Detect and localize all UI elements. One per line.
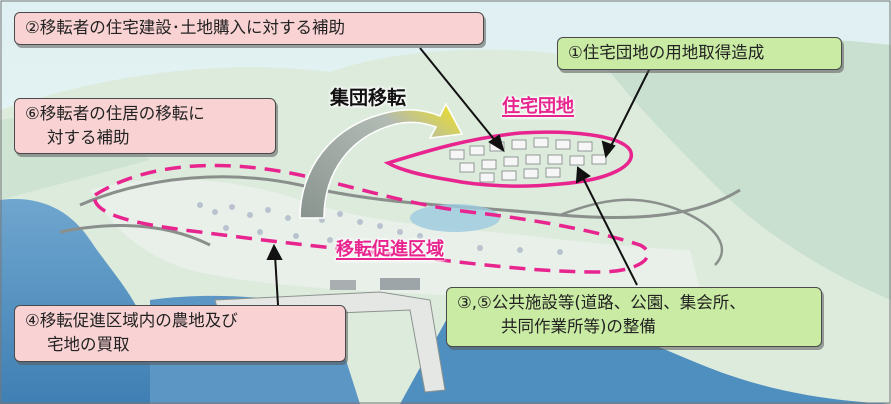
mountain-right <box>600 37 891 301</box>
callout-housing-subsidy-text: ②移転者の住宅建設･土地購入に対する補助 <box>25 18 346 37</box>
warehouse <box>380 278 420 290</box>
pointer-arrow-c1 <box>609 67 651 149</box>
pond <box>410 204 500 232</box>
pointer-arrow-c2-head <box>488 134 505 153</box>
flat-land <box>90 179 700 299</box>
housing-area-boundary <box>383 130 634 188</box>
pointer-arrow-c2 <box>419 47 498 144</box>
callout-public-facilities-line2: 共同作業所等)の整備 <box>501 317 656 336</box>
callout-relocation-subsidy: ⑥移転者の住居の移転に 対する補助 <box>14 98 276 154</box>
callout-land-acquisition-text: ①住宅団地の用地取得造成 <box>568 43 765 62</box>
promotion-area-label: 移転促進区域 <box>336 239 444 260</box>
callout-relocation-subsidy-line2: 対する補助 <box>47 128 130 147</box>
pointer-arrows <box>266 47 651 306</box>
housing-area-label: 住宅団地 <box>502 96 574 117</box>
pointer-arrow-c4 <box>274 254 279 306</box>
coastal-road <box>79 175 741 220</box>
callout-relocation-subsidy-line1: ⑥移転者の住居の移転に <box>25 104 205 123</box>
loop-road <box>559 198 724 266</box>
pointer-arrow-c35 <box>581 175 638 286</box>
promotion-area-houses <box>197 202 563 255</box>
promotion-area-boundary <box>93 163 650 274</box>
curved-migration-arrow <box>299 102 464 219</box>
bridge-road <box>59 224 211 247</box>
callout-housing-subsidy: ②移転者の住宅建設･土地購入に対する補助 <box>14 12 484 45</box>
warehouse-2 <box>330 280 356 290</box>
callout-land-purchase: ④移転促進区域内の農地及び 宅地の買取 <box>14 305 346 362</box>
callout-land-acquisition: ①住宅団地の用地取得造成 <box>557 37 842 70</box>
pointer-arrow-c1-head <box>601 140 616 159</box>
pointer-arrow-c35-head <box>575 166 591 184</box>
callout-public-facilities-line1: ③,⑤公共施設等(道路、公園、集会所、 <box>457 293 746 312</box>
callout-public-facilities: ③,⑤公共施設等(道路、公園、集会所、 共同作業所等)の整備 <box>446 287 822 347</box>
callout-land-purchase-line1: ④移転促進区域内の農地及び <box>25 311 238 330</box>
callout-land-purchase-line2: 宅地の買取 <box>47 335 130 354</box>
pointer-arrow-c4-head <box>266 243 283 260</box>
migration-label: 集団移転 <box>330 87 407 109</box>
